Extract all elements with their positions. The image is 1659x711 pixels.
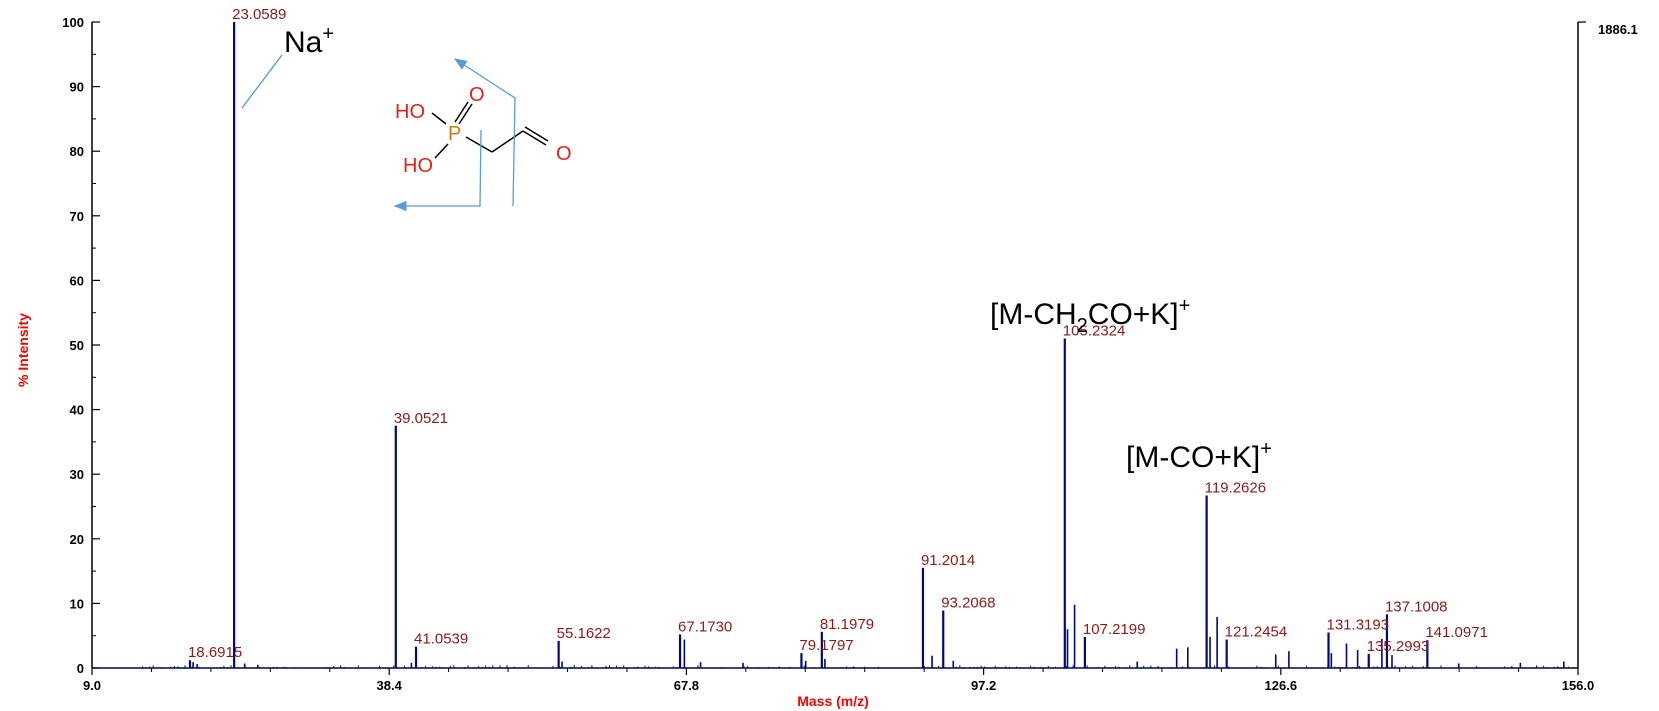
atom-o-phosphoryl: O bbox=[469, 84, 485, 106]
peak-label: 79.1797 bbox=[799, 637, 853, 654]
y-tick-label: 50 bbox=[70, 338, 84, 353]
fragment-arrow-co bbox=[393, 129, 482, 212]
peak-label: 135.2993 bbox=[1367, 638, 1430, 655]
y-axis: 0 10 20 30 40 50 60 70 80 90 100 bbox=[62, 15, 100, 676]
peak-label: 119.2626 bbox=[1205, 480, 1266, 497]
y-tick-label: 40 bbox=[70, 403, 84, 418]
peak-label: 41.0539 bbox=[414, 631, 468, 648]
y-axis-title: % Intensity bbox=[15, 313, 31, 387]
y-tick-label: 20 bbox=[70, 532, 84, 547]
peak-label: 141.0971 bbox=[1425, 624, 1488, 641]
y-tick-label: 30 bbox=[70, 467, 84, 482]
bond-p-ch2 bbox=[465, 136, 493, 153]
x-tick-label: 126.6 bbox=[1265, 678, 1298, 693]
y-tick-label: 60 bbox=[70, 273, 84, 288]
peak-label: 121.2454 bbox=[1225, 624, 1288, 641]
x-tick-label: 156.0 bbox=[1562, 678, 1595, 693]
y-tick-label: 10 bbox=[70, 596, 84, 611]
y-tick-label: 80 bbox=[70, 144, 84, 159]
baseline-noise bbox=[92, 665, 1572, 669]
peak-label: 105.2324 bbox=[1063, 323, 1126, 340]
y-tick-label: 100 bbox=[62, 15, 84, 30]
atom-ho-top: HO bbox=[395, 101, 425, 123]
x-tick-label: 67.8 bbox=[674, 678, 699, 693]
bond-p-o-double-b bbox=[458, 103, 473, 125]
atom-ho-bottom: HO bbox=[403, 155, 433, 177]
peak-label: 81.1979 bbox=[820, 616, 874, 633]
atom-o-carbonyl: O bbox=[556, 143, 572, 165]
peak-label: 55.1622 bbox=[557, 625, 611, 642]
na-annotation: Na+ bbox=[284, 23, 334, 59]
bond-ch2-c bbox=[491, 130, 524, 153]
fragment-arrow-ch2co bbox=[453, 58, 516, 207]
y-tick-label: 0 bbox=[77, 661, 84, 676]
peak-label: 39.0521 bbox=[394, 410, 448, 427]
y-tick-label: 90 bbox=[70, 80, 84, 95]
y-tick-label: 70 bbox=[70, 209, 84, 224]
peaks bbox=[188, 22, 1429, 668]
x-axis-title: Mass (m/z) bbox=[797, 693, 869, 709]
peak-label: 67.1730 bbox=[678, 618, 732, 635]
x-tick-label: 38.4 bbox=[377, 678, 403, 693]
peak-label: 18.6915 bbox=[188, 644, 242, 661]
bond-ho-p-top bbox=[431, 112, 447, 125]
x-tick-label: 9.0 bbox=[83, 678, 101, 693]
bond-ho-p-bottom bbox=[434, 143, 449, 159]
chemical-structure: HO HO O P O bbox=[395, 84, 572, 177]
peak-label: 137.1008 bbox=[1385, 598, 1448, 615]
peak-label: 131.3193 bbox=[1327, 616, 1390, 633]
right-axis-label: 1886.1 bbox=[1598, 22, 1638, 37]
peak-label: 93.2068 bbox=[941, 595, 995, 612]
x-tick-label: 97.2 bbox=[971, 678, 996, 693]
m-ch2co-k-annotation: [M-CH2CO+K]+ bbox=[990, 295, 1190, 337]
peak-label: 91.2014 bbox=[921, 552, 975, 569]
peak-label: 23.0589 bbox=[232, 6, 286, 23]
m-co-k-annotation: [M-CO+K]+ bbox=[1126, 438, 1272, 474]
peak-label: 107.2199 bbox=[1083, 621, 1146, 638]
x-axis: 9.0 38.4 67.8 97.2 126.6 156.0 bbox=[83, 667, 1595, 693]
na-leader-line bbox=[241, 54, 283, 109]
bond-c-o-double-a bbox=[522, 130, 547, 146]
bond-c-o-double-b bbox=[524, 126, 549, 142]
bond-p-o-double-a bbox=[454, 101, 469, 123]
minor-peaks bbox=[92, 604, 1572, 669]
right-axis bbox=[1577, 21, 1586, 668]
peak-labels: 23.0589 39.0521 41.0539 18.6915 55.1622 67.17… bbox=[188, 6, 1488, 661]
atom-p: P bbox=[448, 123, 461, 145]
